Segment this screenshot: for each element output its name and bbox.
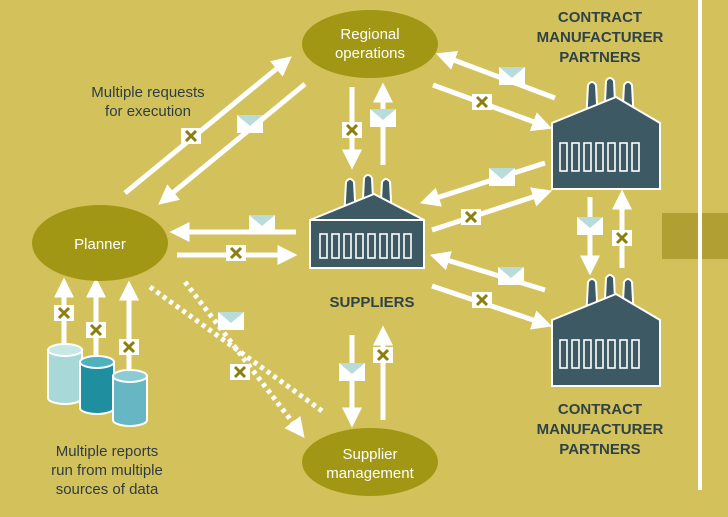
- envelope-icon: [249, 215, 275, 233]
- contract-bottom-line-1: CONTRACT: [558, 401, 642, 418]
- x-mark-icon: [342, 122, 362, 138]
- arrow-planner-to-supplier-mgmt: [183, 280, 305, 438]
- requests-note: Multiple requests for execution: [91, 84, 204, 120]
- node-supplier-management: Supplier management: [302, 428, 438, 496]
- requests-note-line-1: Multiple requests: [91, 84, 204, 101]
- x-mark-icon: [472, 292, 492, 308]
- envelope-icon: [218, 312, 244, 330]
- contract-partners-bottom-caption: CONTRACT MANUFACTURER PARTNERS: [537, 401, 664, 458]
- databases: [47, 343, 148, 427]
- panel-divider: [698, 0, 702, 490]
- planner-label: Planner: [74, 236, 126, 253]
- database-icon-1: [47, 343, 83, 405]
- x-mark-icon: [226, 245, 246, 261]
- node-regional-operations: Regional operations: [302, 10, 438, 78]
- reports-note-line-1: Multiple reports: [56, 443, 159, 460]
- supplier-mgmt-label-line-2: management: [326, 465, 414, 482]
- contract-top-line-2: MANUFACTURER: [537, 29, 664, 46]
- arrow-regional-to-planner: [158, 82, 307, 205]
- envelope-icon: [489, 168, 515, 186]
- reports-note-line-2: run from multiple: [51, 462, 163, 479]
- partners-bottom-factory-icon: [551, 274, 661, 387]
- node-planner: Planner: [32, 205, 168, 281]
- envelope-icon: [577, 217, 603, 235]
- x-mark-icon: [230, 364, 250, 380]
- supplier-mgmt-label-line-1: Supplier: [342, 446, 397, 463]
- envelopes: [218, 67, 603, 381]
- contract-bottom-line-3: PARTNERS: [559, 441, 640, 458]
- x-mark-icon: [373, 347, 393, 363]
- x-mark-icon: [181, 128, 201, 144]
- side-panel-tab: [662, 213, 698, 259]
- requests-note-line-2: for execution: [105, 103, 191, 120]
- database-icon-2: [79, 355, 115, 415]
- envelope-icon: [339, 363, 365, 381]
- suppliers-factory-icon: [309, 174, 425, 269]
- regional-label-line-1: Regional: [340, 26, 399, 43]
- arrow-planner-to-regional: [123, 56, 292, 195]
- x-mark-icon: [612, 230, 632, 246]
- envelope-icon: [370, 109, 396, 127]
- envelope-icon: [499, 67, 525, 85]
- suppliers-caption: SUPPLIERS: [329, 294, 414, 311]
- arrow-suppliers-to-partners-top: [431, 187, 553, 233]
- contract-top-line-3: PARTNERS: [559, 49, 640, 66]
- contract-bottom-line-2: MANUFACTURER: [537, 421, 664, 438]
- side-panel-tab-right: [702, 213, 728, 259]
- envelope-icon: [237, 115, 263, 133]
- reports-note: Multiple reports run from multiple sourc…: [51, 443, 163, 498]
- x-mark-icon: [472, 94, 492, 110]
- reports-note-line-3: sources of data: [56, 481, 159, 498]
- regional-label-line-2: operations: [335, 45, 405, 62]
- x-mark-icon: [461, 209, 481, 225]
- x-mark-icon: [86, 322, 106, 338]
- contract-top-line-1: CONTRACT: [558, 9, 642, 26]
- database-icon-3: [112, 369, 148, 427]
- arrow-partners-bottom-to-suppliers: [429, 251, 546, 293]
- envelope-icon: [498, 267, 524, 285]
- partners-top-factory-icon: [551, 77, 661, 190]
- contract-partners-top-caption: CONTRACT MANUFACTURER PARTNERS: [537, 9, 664, 66]
- x-mark-icon: [119, 339, 139, 355]
- arrow-planner-dotted: [148, 284, 327, 416]
- x-marks: [54, 94, 632, 380]
- x-mark-icon: [54, 305, 74, 321]
- arrow-partners-top-to-suppliers: [419, 160, 546, 207]
